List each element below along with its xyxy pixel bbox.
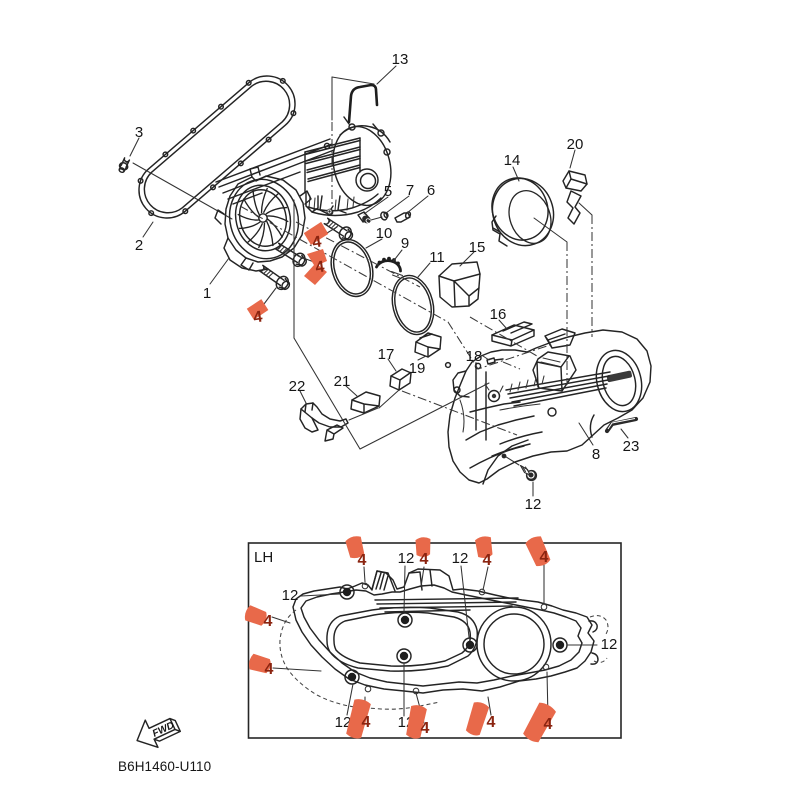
svg-text:13: 13 (392, 51, 409, 68)
svg-text:18: 18 (466, 348, 483, 365)
svg-text:3: 3 (135, 124, 143, 141)
svg-text:4: 4 (314, 258, 325, 276)
svg-text:B6H1460-U110: B6H1460-U110 (118, 759, 211, 774)
svg-text:11: 11 (429, 249, 445, 266)
svg-text:7: 7 (406, 182, 414, 199)
svg-text:4: 4 (540, 549, 549, 566)
svg-text:4: 4 (487, 714, 496, 731)
svg-text:1: 1 (203, 285, 211, 302)
svg-text:4: 4 (420, 551, 429, 568)
svg-text:22: 22 (289, 378, 306, 395)
svg-text:4: 4 (252, 308, 263, 326)
svg-text:12: 12 (601, 636, 618, 653)
svg-text:12: 12 (335, 714, 352, 731)
svg-text:6: 6 (427, 182, 435, 199)
svg-text:12: 12 (282, 587, 299, 604)
svg-text:4: 4 (362, 714, 371, 731)
svg-text:4: 4 (544, 716, 553, 733)
svg-text:LH: LH (254, 549, 273, 566)
svg-text:12: 12 (398, 550, 415, 567)
svg-text:19: 19 (409, 360, 426, 377)
svg-text:14: 14 (504, 152, 521, 169)
svg-text:21: 21 (334, 373, 351, 390)
svg-text:17: 17 (378, 346, 395, 363)
svg-text:8: 8 (592, 446, 600, 463)
svg-text:23: 23 (623, 438, 640, 455)
svg-text:4: 4 (483, 552, 492, 569)
svg-text:9: 9 (401, 235, 409, 252)
svg-text:12: 12 (525, 496, 542, 513)
svg-text:4: 4 (358, 552, 367, 569)
svg-text:5: 5 (384, 183, 392, 200)
svg-text:20: 20 (567, 136, 584, 153)
svg-text:15: 15 (469, 239, 486, 256)
svg-text:4: 4 (311, 233, 322, 251)
svg-text:4: 4 (264, 613, 273, 630)
svg-text:4: 4 (265, 661, 274, 678)
svg-text:16: 16 (490, 306, 507, 323)
svg-text:2: 2 (135, 237, 143, 254)
svg-text:10: 10 (376, 225, 393, 242)
svg-text:12: 12 (452, 550, 469, 567)
svg-text:4: 4 (421, 720, 430, 737)
